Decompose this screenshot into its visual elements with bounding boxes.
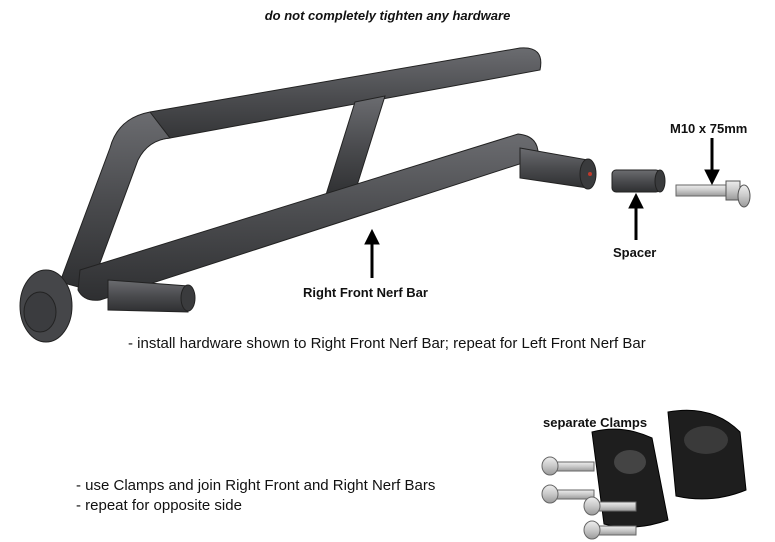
front-stub bbox=[107, 279, 189, 313]
clamps-illustration bbox=[541, 409, 747, 540]
spacer-label: Spacer bbox=[613, 245, 657, 260]
bolt-label: M10 x 75mm bbox=[670, 121, 748, 136]
callout-arrows bbox=[364, 138, 720, 278]
lower-tube bbox=[77, 133, 539, 301]
clamps-label: separate Clamps bbox=[543, 415, 648, 430]
warning-note: do not completely tighten any hardware bbox=[264, 8, 511, 23]
clamps-step: - use Clamps and join Right Front and Ri… bbox=[76, 477, 436, 494]
nerf-bar-label: Right Front Nerf Bar bbox=[303, 285, 428, 300]
repeat-step: - repeat for opposite side bbox=[76, 497, 242, 514]
clamp-front bbox=[591, 428, 669, 528]
rear-stub bbox=[519, 147, 589, 189]
upper-tube bbox=[139, 47, 542, 152]
clamp-back bbox=[667, 409, 747, 500]
install-step: - install hardware shown to Right Front … bbox=[128, 335, 646, 352]
bolt-illustration bbox=[675, 180, 751, 208]
nerf-bar-illustration bbox=[19, 47, 597, 343]
spacer-illustration bbox=[611, 169, 666, 193]
